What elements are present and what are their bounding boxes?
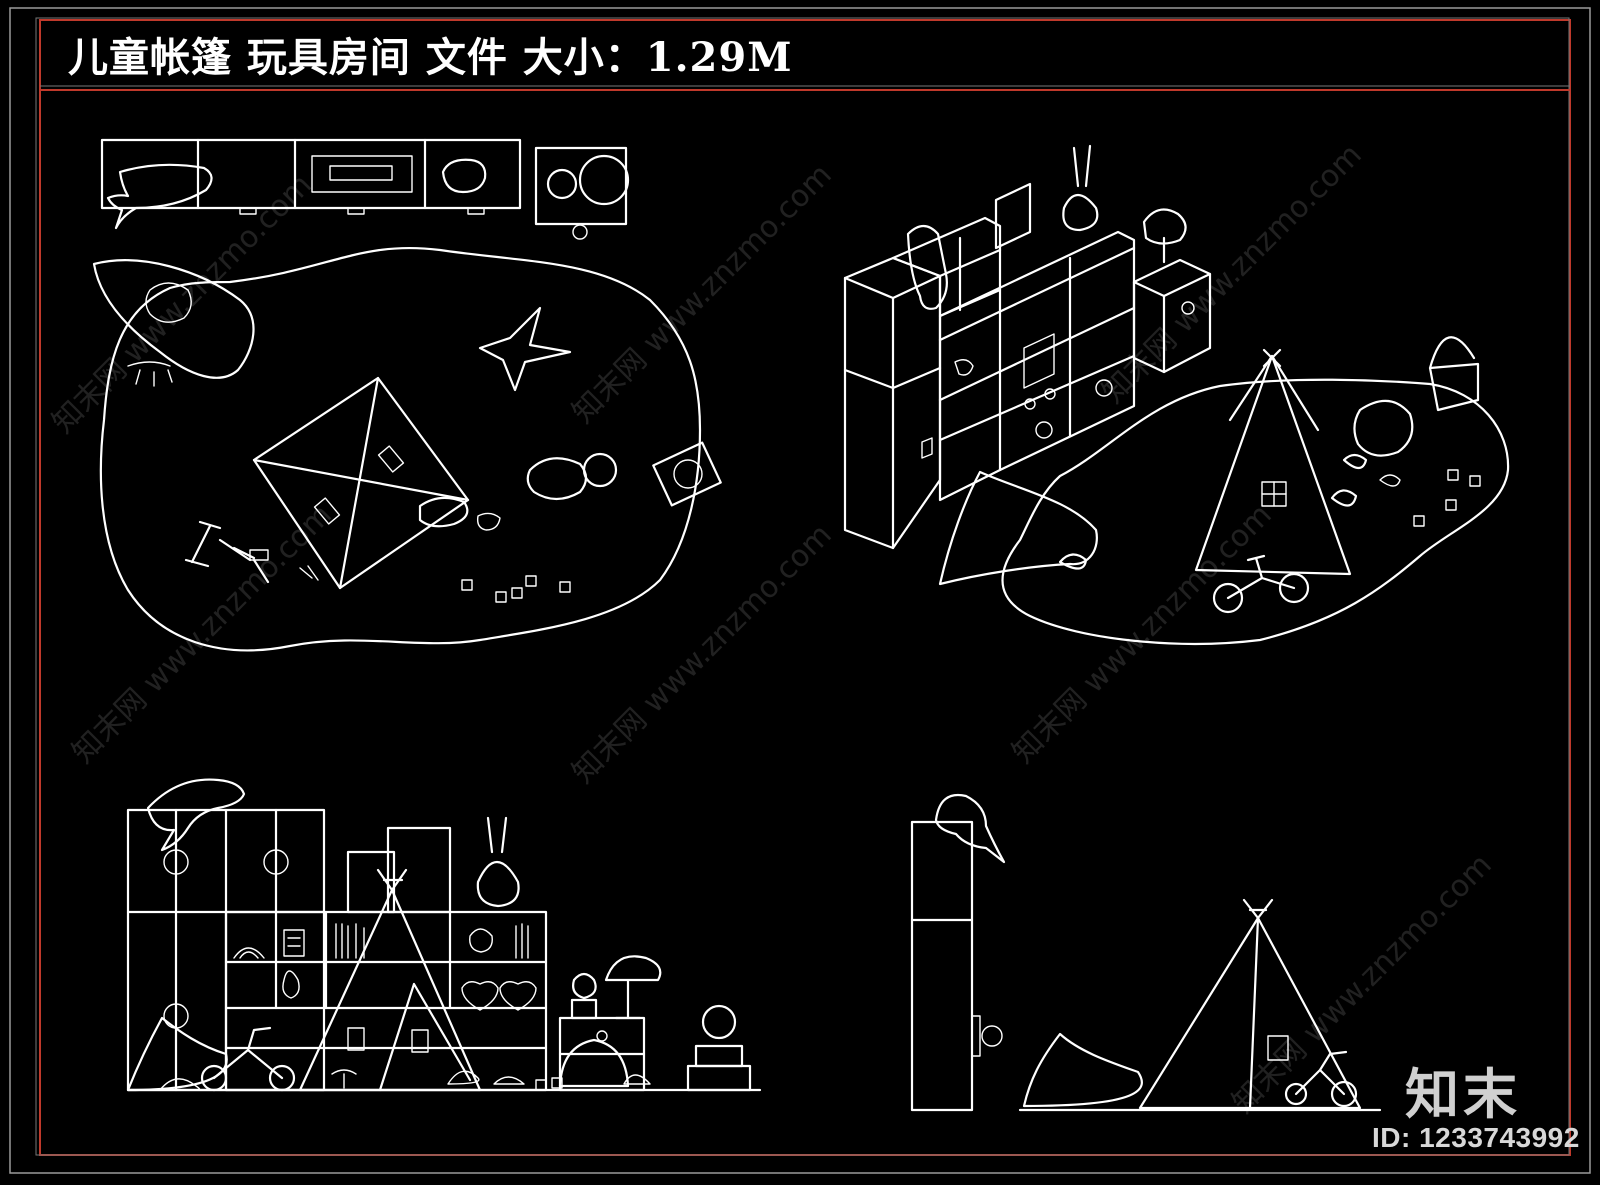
side-elevation (910, 793, 1382, 1112)
axon-frame (994, 182, 1032, 250)
axon-shelf-unit (938, 230, 1136, 502)
axon-cabinet-tall (843, 256, 942, 550)
plush-toy-icon (526, 457, 588, 501)
brand-logo: 知末 (1405, 1063, 1521, 1126)
axonometric-view (843, 144, 1510, 645)
asset-id: ID: 1233743992 (1372, 1122, 1580, 1153)
axon-rug (1001, 378, 1510, 645)
plan-tent (252, 376, 470, 590)
page-title: 儿童帐篷 玩具房间 文件 大小：1.29M (68, 34, 793, 81)
axon-bike (1212, 554, 1310, 614)
side-cabinet (910, 820, 1003, 1112)
side-whale-icon (934, 793, 1006, 864)
plan-bike (184, 520, 270, 584)
front-whale-icon (146, 778, 246, 852)
axon-plush-icon (1353, 399, 1414, 457)
plan-rug (99, 246, 702, 652)
front-bike (200, 1026, 296, 1092)
outer-frame (9, 7, 1591, 1174)
axon-blocks (1379, 469, 1481, 527)
plan-stool (652, 441, 722, 507)
bear-icon (441, 158, 487, 194)
plan-cabinet (100, 138, 522, 230)
axon-nightstand (1132, 208, 1212, 374)
toy-blocks (461, 512, 571, 603)
front-shelving (224, 826, 548, 1092)
side-bike (1284, 1050, 1358, 1108)
front-toy-chest (686, 1004, 752, 1092)
front-rabbit-icon (476, 816, 520, 908)
axon-whale-icon (906, 224, 948, 310)
axon-rabbit-icon (1062, 144, 1099, 232)
plan-nightstand (534, 146, 630, 240)
plan-view (92, 138, 722, 652)
star-cushion-icon (478, 306, 572, 392)
front-nightstand (558, 955, 662, 1092)
side-beanbag (1022, 1032, 1143, 1108)
front-plush-icon (558, 1038, 630, 1088)
front-beanbag (126, 1016, 228, 1092)
side-tent (1138, 898, 1362, 1110)
ball-icon (582, 452, 618, 488)
front-elevation (126, 778, 762, 1092)
axon-toy-chest (1428, 336, 1480, 412)
axon-tent (1194, 348, 1352, 576)
plan-beanbag (92, 259, 255, 379)
inner-gray-frame (35, 17, 1570, 1156)
whale-icon (106, 163, 213, 230)
